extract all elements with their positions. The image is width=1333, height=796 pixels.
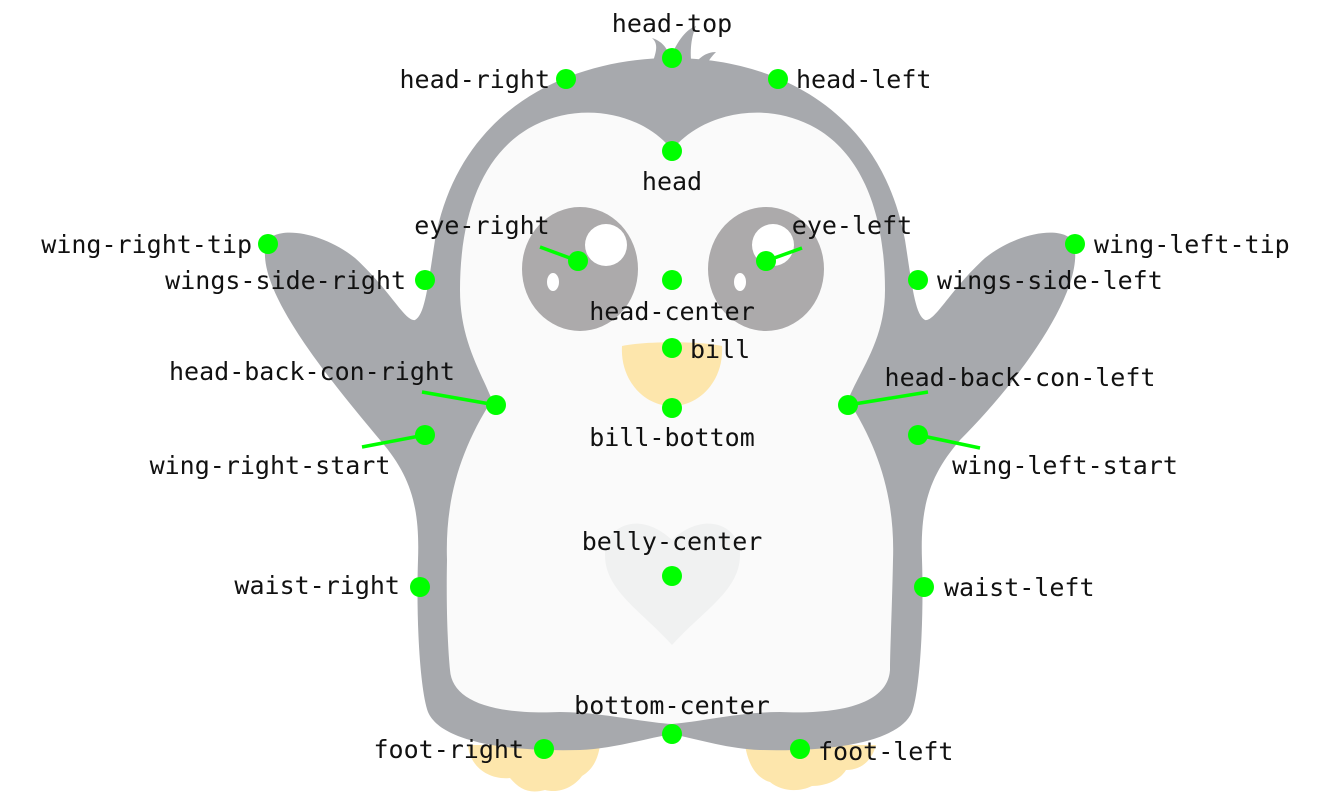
label-bottom-center: bottom-center xyxy=(574,691,770,720)
label-eye-left: eye-left xyxy=(792,211,912,240)
marker-head-back-con-right xyxy=(486,395,506,415)
label-head-center: head-center xyxy=(589,297,755,326)
marker-head-center xyxy=(662,270,682,290)
marker-bill-bottom xyxy=(662,398,682,418)
marker-wing-left-start xyxy=(908,425,928,445)
foot-left-shape xyxy=(745,745,876,791)
label-foot-right: foot-right xyxy=(373,735,524,764)
label-head-right: head-right xyxy=(399,65,550,94)
label-wing-right-tip: wing-right-tip xyxy=(41,230,252,259)
label-head-left: head-left xyxy=(796,65,931,94)
marker-waist-right xyxy=(410,577,430,597)
marker-bottom-center xyxy=(662,724,682,744)
marker-wing-left-tip xyxy=(1065,234,1085,254)
label-foot-left: foot-left xyxy=(818,737,953,766)
label-head: head xyxy=(642,167,702,196)
leader-wing-left-start xyxy=(917,433,981,450)
marker-foot-left xyxy=(790,739,810,759)
marker-foot-right xyxy=(534,739,554,759)
label-belly-center: belly-center xyxy=(582,527,763,556)
marker-waist-left xyxy=(914,577,934,597)
leader-lines xyxy=(361,245,981,450)
marker-wing-right-start xyxy=(415,425,435,445)
foot-right-shape xyxy=(468,745,600,792)
leader-wing-right-start xyxy=(361,433,426,449)
marker-head-left xyxy=(768,69,788,89)
label-wings-side-right: wings-side-right xyxy=(165,266,406,295)
marker-eye-left xyxy=(756,251,776,271)
label-waist-right: waist-right xyxy=(234,571,400,600)
marker-head-right xyxy=(556,69,576,89)
label-wing-left-tip: wing-left-tip xyxy=(1094,230,1290,259)
marker-wing-right-tip xyxy=(258,234,278,254)
label-bill-bottom: bill-bottom xyxy=(589,423,755,452)
feet xyxy=(468,745,876,792)
marker-eye-right xyxy=(568,251,588,271)
markers xyxy=(258,48,1085,759)
label-head-back-con-right: head-back-con-right xyxy=(169,357,455,386)
label-head-back-con-left: head-back-con-left xyxy=(885,363,1156,392)
label-head-top: head-top xyxy=(612,9,732,38)
labels: head-top head-right head-left head eye-r… xyxy=(41,9,1289,766)
label-wing-right-start: wing-right-start xyxy=(150,451,391,480)
label-waist-left: waist-left xyxy=(944,573,1095,602)
label-wing-left-start: wing-left-start xyxy=(952,451,1178,480)
marker-head xyxy=(662,141,682,161)
label-eye-right: eye-right xyxy=(414,211,549,240)
marker-head-back-con-left xyxy=(838,395,858,415)
eye-right-highlight xyxy=(585,224,627,266)
leader-head-back-con-left xyxy=(847,390,929,407)
label-wings-side-left: wings-side-left xyxy=(937,266,1163,295)
marker-wings-side-left xyxy=(908,270,928,290)
eye-left-small-highlight xyxy=(734,273,746,291)
eye-right-small-highlight xyxy=(547,273,559,291)
bill-shape xyxy=(621,342,723,406)
marker-wings-side-right xyxy=(415,270,435,290)
label-bill: bill xyxy=(690,335,750,364)
marker-belly-center xyxy=(662,566,682,586)
marker-bill xyxy=(662,338,682,358)
marker-head-top xyxy=(662,48,682,68)
leader-head-back-con-right xyxy=(421,390,497,407)
